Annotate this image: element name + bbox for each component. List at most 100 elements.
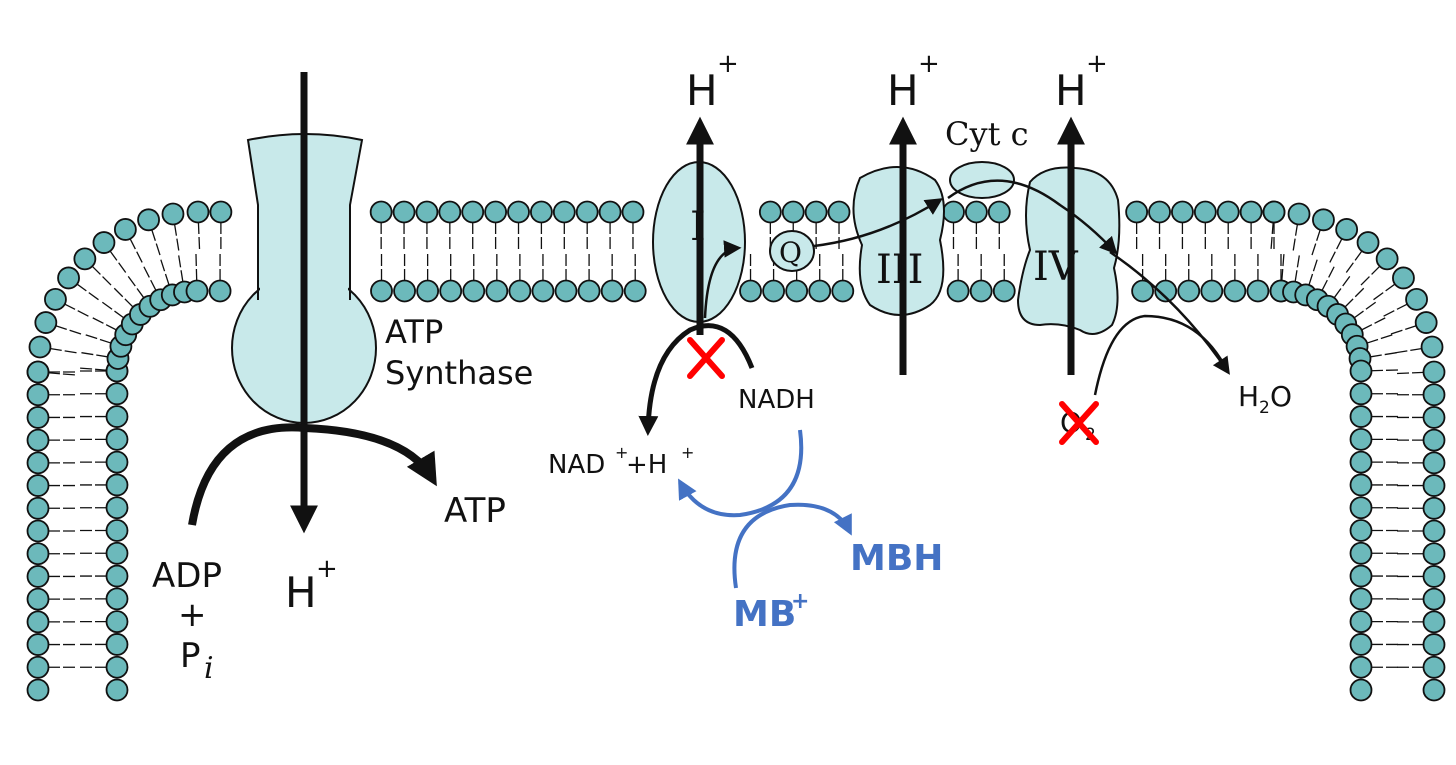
lipid-head — [1422, 383, 1446, 407]
lipid-head — [461, 200, 485, 224]
lipid-head — [105, 587, 129, 611]
lipid-head — [827, 200, 851, 224]
lipid-head — [1422, 406, 1446, 429]
lipid-head — [26, 496, 50, 520]
lipid-head — [26, 474, 50, 497]
complex-i-block-mark — [687, 337, 725, 379]
lipid-tail — [127, 275, 145, 299]
lipid-head — [507, 200, 530, 224]
lipid-head — [1422, 496, 1446, 520]
mbh-label: MBH — [850, 538, 943, 579]
lipid-head — [92, 231, 116, 254]
lipid-tail — [109, 250, 127, 274]
lipid-head — [105, 564, 129, 588]
atp-label: ATP — [444, 491, 506, 531]
oxygen-block-mark — [1059, 401, 1099, 445]
lipid-head — [1239, 200, 1263, 224]
nad-h-charge: + — [681, 443, 694, 462]
lipid-head — [1223, 279, 1247, 303]
lipid-head — [1349, 405, 1373, 428]
complex-iii — [852, 166, 945, 316]
water-label-h: H — [1238, 380, 1259, 413]
lipid-tail — [1344, 287, 1365, 308]
lipid-head — [208, 279, 232, 303]
lipid-head — [44, 287, 67, 311]
lipid-head — [26, 542, 50, 566]
lipid-head — [554, 279, 578, 303]
lipid-head — [1422, 519, 1446, 543]
lipid-head — [739, 279, 762, 303]
lipid-head — [1171, 200, 1194, 224]
lipid-head — [105, 450, 129, 474]
lipid-head — [1422, 655, 1446, 679]
lipid-head — [1262, 200, 1286, 224]
adp-to-atp-arrow — [188, 423, 437, 526]
lipid-head — [1422, 474, 1446, 497]
lipid-head — [26, 383, 50, 407]
proton-label-complex-iii-charge: + — [918, 49, 940, 79]
lipid-head — [1422, 428, 1446, 452]
proton-label-complex-iv-charge: + — [1086, 49, 1108, 79]
lipid-head — [1420, 335, 1444, 359]
lipid-tail — [177, 254, 184, 283]
lipid-head — [26, 587, 50, 611]
mb-oxidation-arrow — [732, 502, 852, 589]
lipid-head — [1349, 587, 1373, 611]
lipid-tail — [151, 229, 161, 257]
lipid-head — [598, 200, 622, 224]
lipid-heads — [26, 200, 1446, 702]
lipid-head — [1422, 678, 1446, 702]
lipid-head — [1246, 279, 1270, 303]
lipid-head — [209, 200, 233, 224]
nad-label: NAD — [548, 450, 605, 480]
lipid-tail — [91, 316, 118, 331]
lipid-tail — [1353, 301, 1377, 319]
lipid-head — [105, 678, 129, 702]
mb-plus-label: MB — [733, 594, 796, 635]
lipid-head — [1148, 200, 1171, 224]
lipid-tail — [1333, 275, 1351, 299]
lipid-tail — [1396, 371, 1425, 375]
complex-iv-label: IV — [1033, 244, 1079, 290]
lipid-tail — [1311, 229, 1321, 257]
ubiquinone-q — [769, 230, 815, 272]
lipid-head — [392, 200, 416, 224]
lipid-head — [1422, 610, 1446, 634]
electron-path-nadh-to-q — [703, 240, 742, 319]
lipid-tail — [1292, 223, 1299, 252]
lipid-head — [113, 218, 137, 241]
lipid-head — [105, 382, 129, 406]
lipid-head — [781, 200, 805, 224]
proton-label-bottom: H — [285, 568, 317, 617]
cytochrome-c — [949, 161, 1015, 199]
lipid-tail — [1281, 253, 1285, 282]
lipid-head — [26, 610, 50, 634]
lipid-head — [1422, 542, 1446, 566]
lipid-tail — [113, 287, 134, 308]
lipid-head — [508, 279, 532, 303]
electron-path-cytc-to-iv — [947, 179, 1118, 255]
lipid-head — [1131, 279, 1155, 303]
lipid-head — [73, 247, 97, 271]
nadh-to-nad-arrow — [638, 323, 755, 436]
lipid-head — [552, 200, 576, 224]
proton-label-bottom-charge: + — [316, 554, 338, 584]
lipid-tail — [142, 265, 157, 292]
lipid-head — [185, 279, 209, 303]
lipid-head — [105, 633, 129, 656]
lipid-head — [26, 633, 50, 656]
nad-plus-h-label: +H — [626, 450, 667, 480]
lipid-head — [161, 202, 185, 226]
lipid-tail — [79, 367, 108, 371]
lipid-head — [987, 200, 1011, 224]
lipid-head — [1216, 200, 1240, 224]
lipid-head — [1349, 655, 1373, 679]
lipid-tail — [1389, 325, 1417, 335]
lipid-head — [762, 279, 785, 303]
water-label-o: O — [1270, 380, 1292, 413]
lipid-head — [1356, 231, 1380, 254]
lipid-tail — [1370, 369, 1400, 372]
lipid-head — [758, 200, 782, 224]
lipid-head — [34, 311, 58, 334]
